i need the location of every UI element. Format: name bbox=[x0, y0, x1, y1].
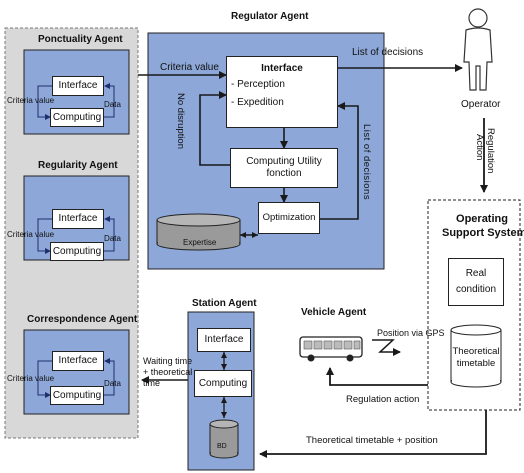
bd-database bbox=[209, 419, 239, 459]
optimization-box: Optimization bbox=[258, 202, 320, 234]
no-disruption-arrow bbox=[199, 91, 230, 166]
regularity-data-label: Data bbox=[104, 234, 121, 243]
list-of-decisions-label: List of decisions bbox=[352, 47, 424, 58]
regulation-action-vehicle-label: Regulation action bbox=[346, 394, 420, 405]
expertise-database bbox=[156, 213, 241, 251]
perception-label: - Perception bbox=[231, 79, 285, 90]
regulation-label: Regulation bbox=[485, 128, 496, 174]
ponctuality-interface-box: Interface bbox=[52, 76, 104, 96]
expertise-link-head-right bbox=[252, 232, 258, 238]
waiting-time-line1: Waiting time bbox=[143, 356, 193, 366]
real-condition-box: Real condition bbox=[448, 258, 504, 306]
regularity-agent-title: Regularity Agent bbox=[38, 160, 118, 171]
bd-label: BD bbox=[217, 443, 227, 450]
ponctuality-data-label: Data bbox=[104, 100, 121, 109]
expertise-link-head-left bbox=[240, 232, 246, 238]
regularity-interface-box: Interface bbox=[52, 209, 104, 229]
criteria-value-label: Criteria value bbox=[160, 62, 219, 73]
ponctuality-criteria-label: Criteria value bbox=[7, 96, 55, 105]
correspondence-interface-box: Interface bbox=[52, 351, 104, 371]
correspondence-loop bbox=[37, 358, 115, 398]
real-condition-line2: condition bbox=[455, 284, 497, 295]
correspondence-agent-title: Correspondence Agent bbox=[27, 314, 138, 325]
theoretical-timetable-line2: timetable bbox=[456, 358, 496, 369]
station-link-head-top bbox=[221, 352, 227, 358]
operator-person-icon bbox=[463, 8, 493, 91]
oss-title-line1: Operating bbox=[456, 213, 508, 225]
theoretical-timetable-line1: Theoretical bbox=[452, 346, 500, 357]
station-bd-head-top bbox=[221, 397, 227, 403]
correspondence-criteria-label: Criteria value bbox=[7, 374, 55, 383]
theoretical-timetable-label: Theoretical timetable bbox=[451, 346, 501, 370]
position-gps-label: Position via GPS bbox=[377, 328, 445, 338]
waiting-time-line3: time bbox=[143, 378, 161, 388]
timetable-position-arrow bbox=[259, 410, 487, 458]
regularity-loop bbox=[37, 216, 115, 254]
waiting-time-line2: + theoretical bbox=[143, 367, 193, 377]
ponctuality-computing-box: Computing bbox=[50, 108, 104, 127]
regulator-agent-title: Regulator Agent bbox=[231, 11, 309, 22]
no-disruption-label: No disruption bbox=[175, 93, 186, 149]
oss-title-line2: Support System bbox=[442, 227, 524, 239]
station-link-head-bottom bbox=[221, 364, 227, 370]
regularity-criteria-label: Criteria value bbox=[7, 230, 55, 239]
computing-utility-line1: Computing Utility bbox=[246, 156, 322, 167]
correspondence-computing-box: Computing bbox=[50, 386, 104, 405]
list-of-decisions-vertical-label: List of decisions bbox=[361, 124, 372, 201]
expedition-label: - Expedition bbox=[231, 97, 284, 108]
real-condition-line1: Real bbox=[465, 268, 487, 279]
timetable-position-label: Theoretical timetable + position bbox=[306, 435, 438, 446]
regulator-interface-title: Interface bbox=[261, 63, 303, 74]
operator-label: Operator bbox=[461, 99, 501, 110]
gps-signal-arrow bbox=[372, 339, 401, 356]
vehicle-agent-title: Vehicle Agent bbox=[301, 307, 367, 318]
list-of-decisions-return-arrow bbox=[320, 102, 359, 220]
action-label: Action bbox=[474, 134, 485, 161]
theoretical-timetable-database bbox=[450, 324, 502, 388]
correspondence-data-label: Data bbox=[104, 379, 121, 388]
oss-title: Operating Support System bbox=[442, 212, 524, 240]
regulator-interface-box: Interface - Perception - Expedition bbox=[226, 56, 338, 128]
station-bd-head-bottom bbox=[221, 412, 227, 418]
regulation-action-to-vehicle-arrow bbox=[326, 367, 428, 386]
ponctuality-loop bbox=[37, 83, 115, 120]
regularity-computing-box: Computing bbox=[50, 242, 104, 261]
ponctuality-agent-title: Ponctuality Agent bbox=[38, 34, 123, 45]
computing-utility-line2: fonction bbox=[266, 168, 302, 179]
station-agent-title: Station Agent bbox=[192, 298, 257, 309]
waiting-time-label: Waiting time + theoretical time bbox=[143, 356, 192, 389]
station-interface-box: Interface bbox=[197, 328, 251, 352]
computing-utility-box: Computing Utility fonction bbox=[230, 148, 338, 188]
bus-icon bbox=[299, 336, 363, 362]
station-computing-box: Computing bbox=[194, 370, 252, 397]
expertise-label: Expertise bbox=[183, 238, 217, 247]
